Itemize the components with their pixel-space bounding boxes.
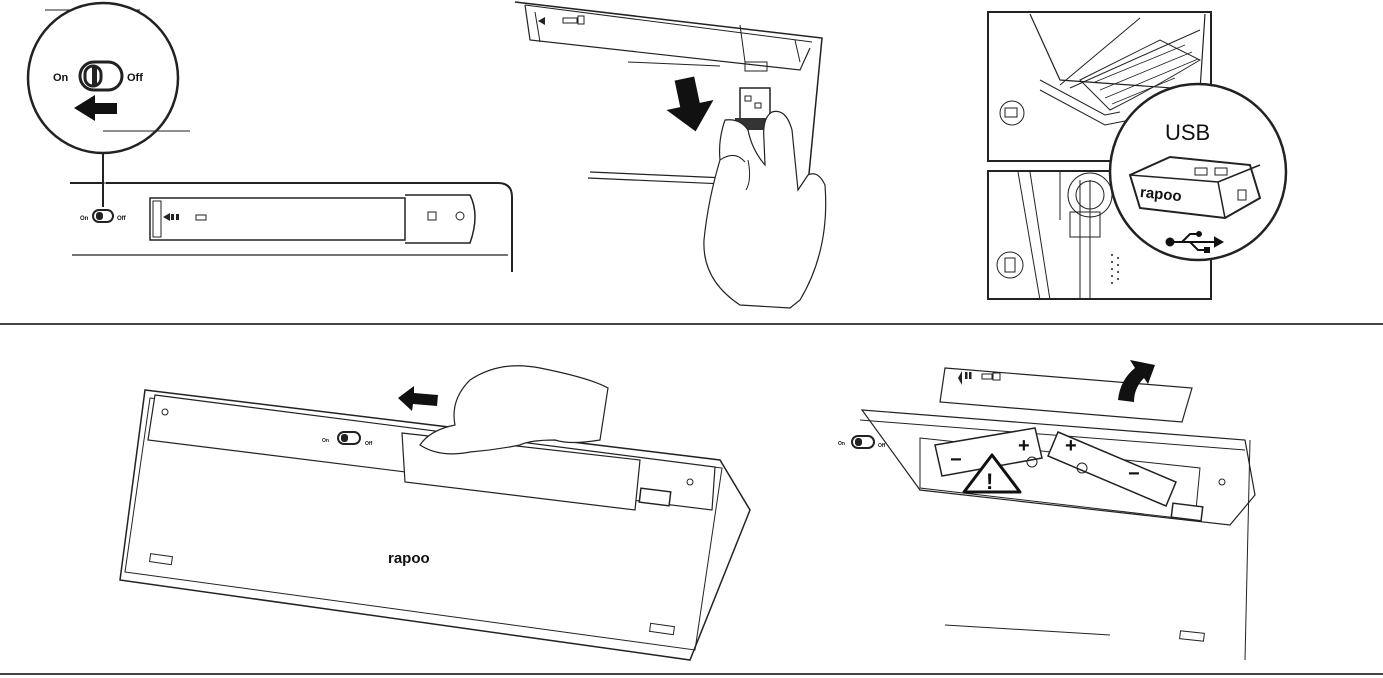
switch-on-label: On — [53, 72, 69, 84]
insert-down-arrow-icon — [666, 76, 714, 132]
panel-usb-ports: USB rapoo — [987, 11, 1288, 301]
receiver-brand: rapoo — [1139, 184, 1182, 205]
battery-left: − + — [934, 427, 1043, 477]
slide-left-arrow-icon — [398, 386, 438, 411]
battery-door — [149, 197, 406, 241]
battery-left-plus: + — [1018, 435, 1030, 457]
cover-switch-on: On — [322, 438, 329, 444]
switch-arrow-left-icon — [74, 95, 117, 121]
battery-right-minus: − — [1128, 463, 1140, 485]
hand-on-cover — [419, 365, 609, 455]
usb-label: USB — [1165, 120, 1210, 145]
warning-triangle-icon: ! — [962, 453, 1022, 494]
cover-switch-off: Off — [365, 441, 373, 447]
switch-off-label: Off — [127, 72, 143, 84]
lift-up-arrow-icon — [1118, 360, 1155, 402]
battery-right-plus: + — [1065, 435, 1077, 457]
switch-on-small-label: On — [80, 216, 89, 222]
panel-insert-receiver — [514, 1, 827, 309]
panel-insert-batteries: On Off − + + − ! — [838, 360, 1256, 661]
battery-switch-on: On — [838, 441, 845, 447]
usb-symbol-icon — [1165, 231, 1225, 253]
warning-mark: ! — [986, 469, 993, 494]
panel-open-cover: On Off rapoo — [119, 365, 751, 661]
panel-power-switch: On Off On Off — [26, 1, 513, 272]
switch-off-small-label: Off — [117, 216, 127, 222]
battery-switch-off: Off — [878, 443, 886, 449]
battery-left-minus: − — [950, 449, 962, 471]
keyboard-brand: rapoo — [388, 550, 430, 567]
hand-illustration — [703, 110, 827, 309]
battery-right: + − — [1047, 431, 1177, 507]
